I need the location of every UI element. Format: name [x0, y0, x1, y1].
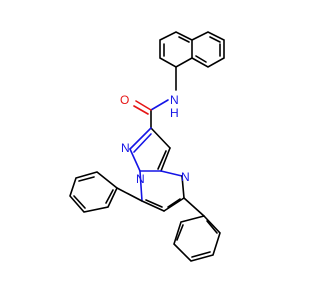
atom-label-h-amide: H — [170, 106, 179, 120]
naphthyl-group — [159, 31, 225, 91]
phenyl-group-left — [69, 171, 143, 213]
phenyl-group-bottom — [173, 197, 221, 262]
atom-label-n-amide: N — [170, 93, 179, 107]
atom-label-n-bridge: N — [136, 172, 145, 186]
atom-label-n4: N — [181, 170, 190, 184]
molecule-structure: N H O N N N — [69, 31, 225, 262]
atom-label-oxygen: O — [120, 93, 129, 107]
fused-bicyclic-core: N N N — [121, 127, 190, 212]
atom-label-n1: N — [121, 141, 130, 155]
amide-group: N H O — [120, 93, 179, 129]
